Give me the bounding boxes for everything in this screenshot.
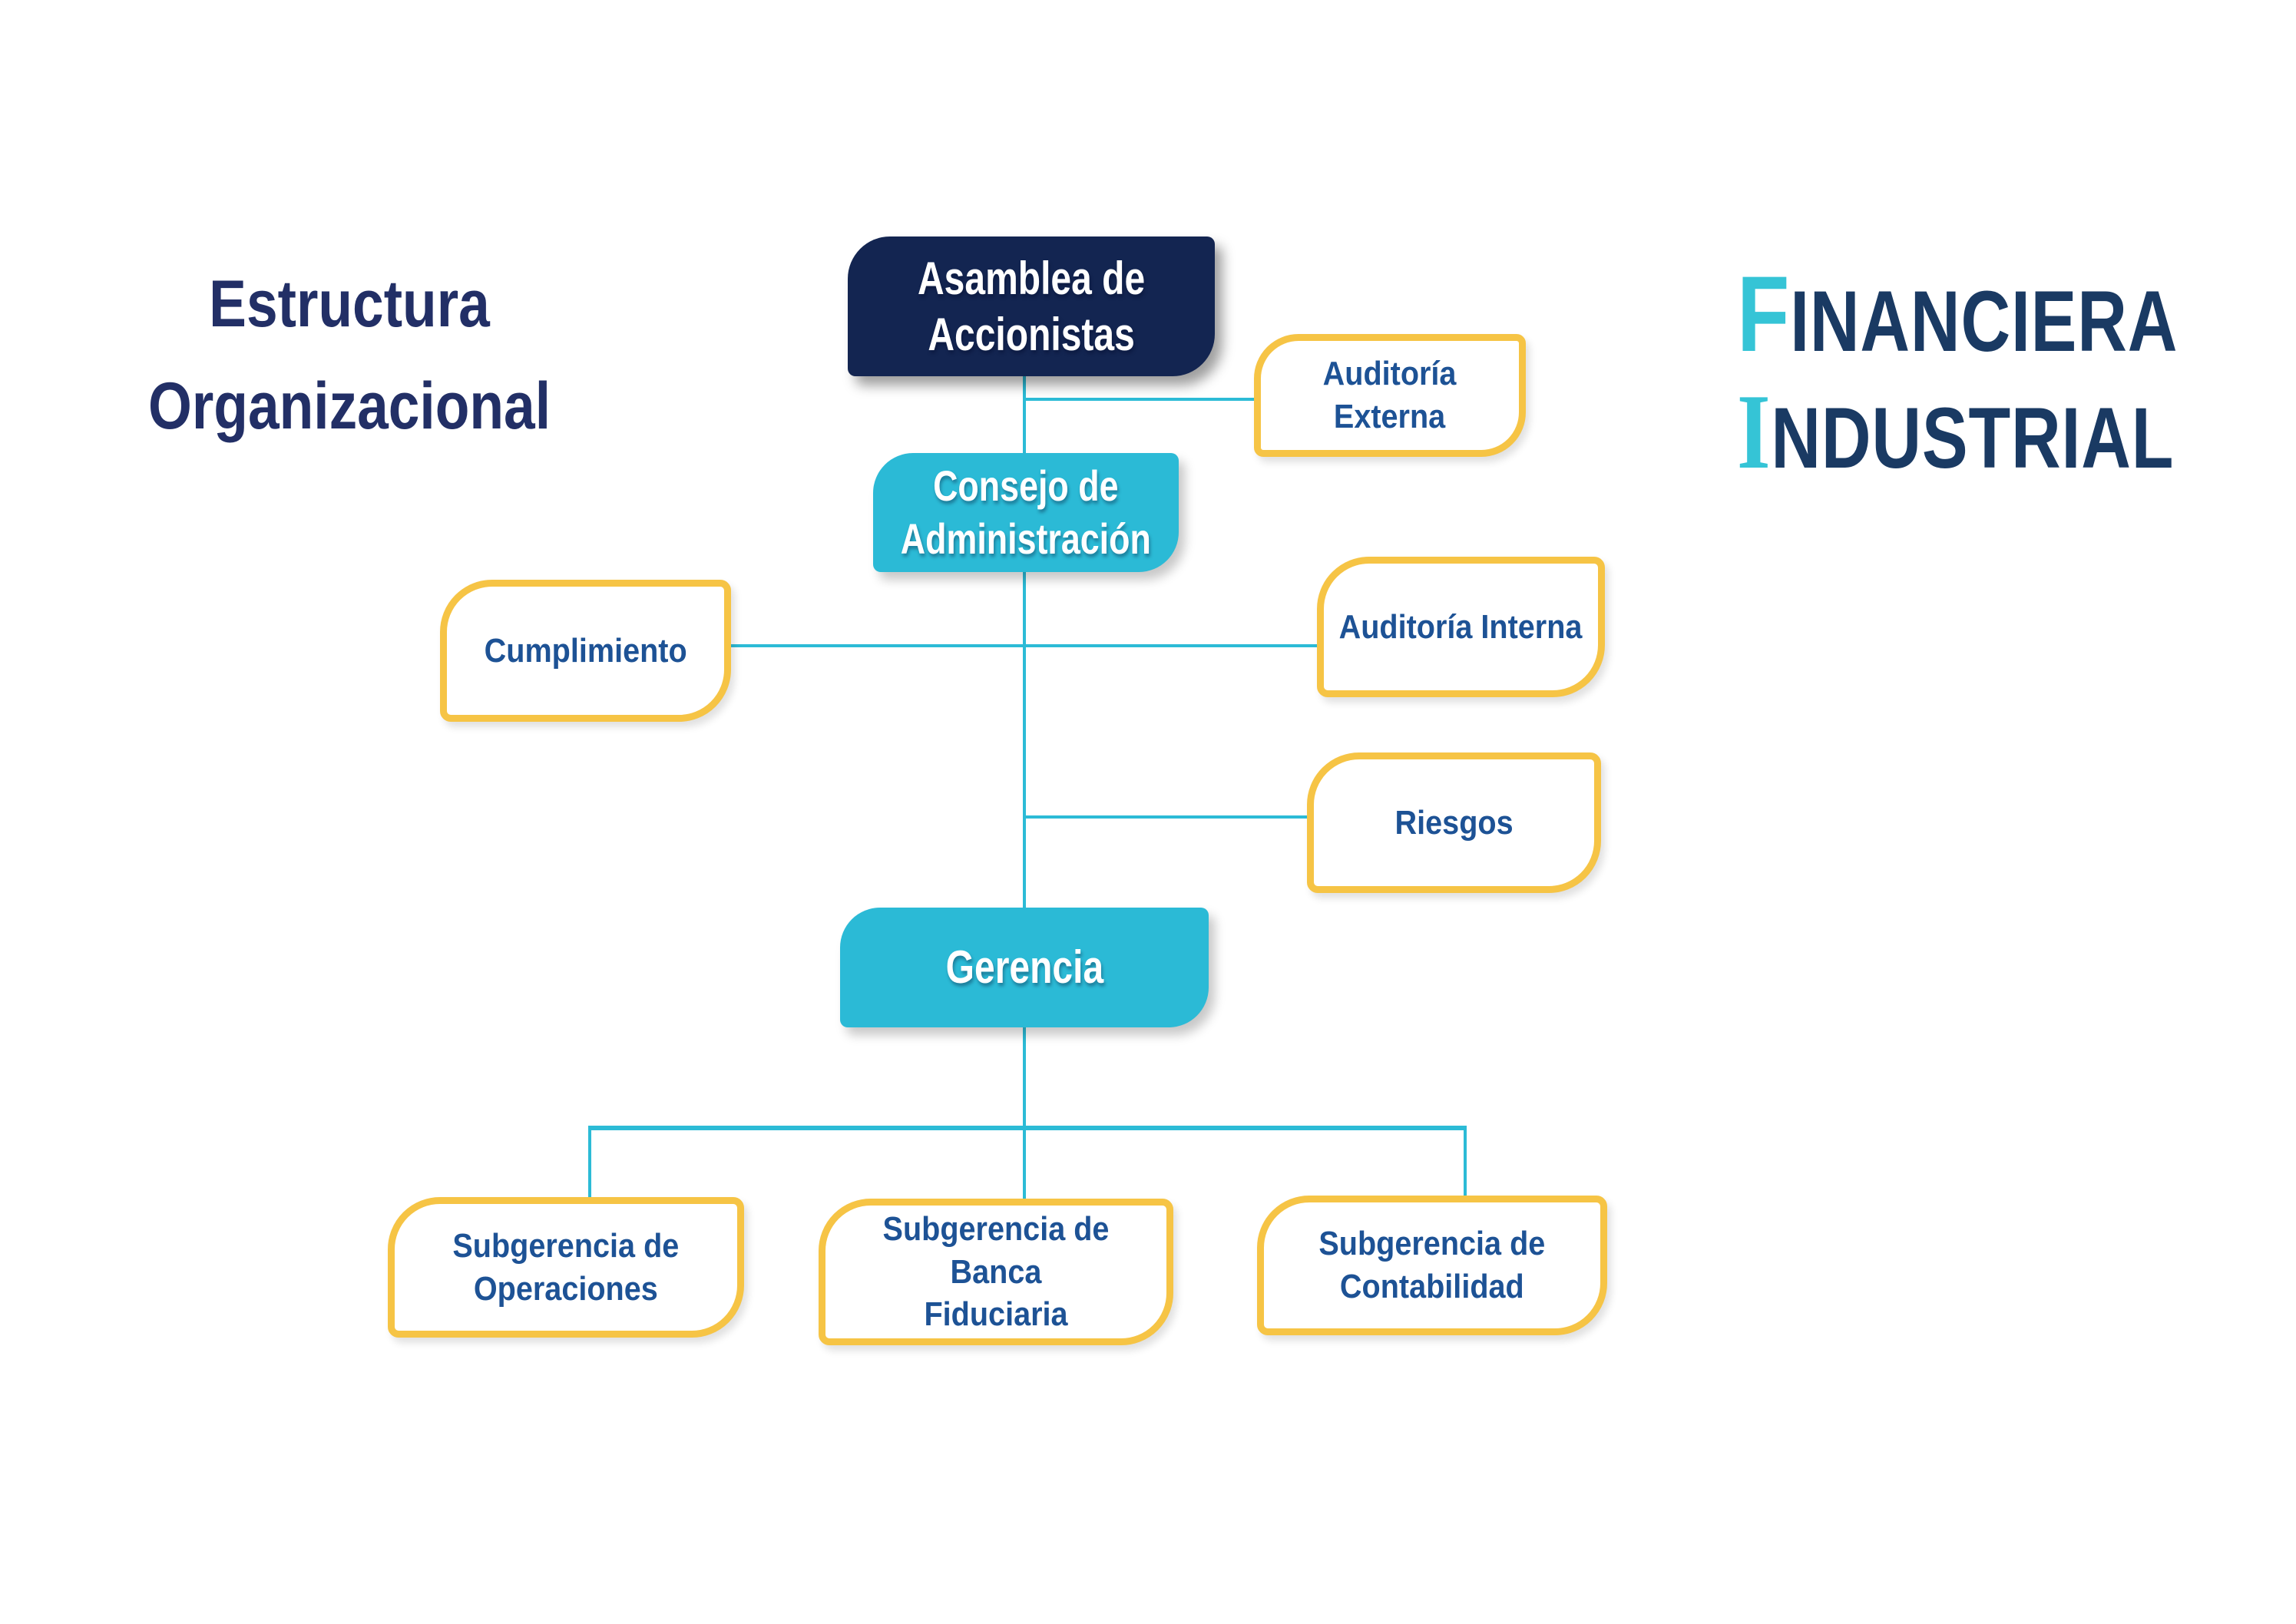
node-label: Asamblea de Accionistas [917,252,1146,360]
node-subgerencia-de-operaciones: Subgerencia de Operaciones [388,1197,744,1338]
logo-word-financiera: FINANCIERA [1737,255,2178,373]
connector-gerencia-sub-banca [1023,1026,1026,1202]
logo-word-industrial: INDUSTRIAL [1737,373,2178,491]
connector-distribution-bar [589,1126,1466,1130]
connector-drop-sub-operaciones [588,1126,591,1200]
page-title: Estructura Organizacional [147,267,551,444]
node-label: Cumplimiento [484,631,687,670]
logo-initial-f: F [1737,253,1791,374]
connector-cumplimiento-auditoria-interna [728,644,1320,647]
node-label: Subgerencia de Operaciones [452,1226,680,1308]
connector-asamblea-consejo [1023,375,1026,456]
node-label: Auditoría Interna [1339,607,1583,646]
node-label: Gerencia [945,941,1103,994]
node-label: Riesgos [1394,803,1514,842]
node-subgerencia-de-contabilidad: Subgerencia de Contabilidad [1257,1196,1607,1335]
logo-rest-ndustrial: NDUSTRIAL [1771,390,2175,486]
node-label: Auditoría Externa [1323,355,1457,435]
company-logo: FINANCIERA INDUSTRIAL [1737,255,2178,491]
node-gerencia: Gerencia [840,908,1209,1027]
logo-rest-inanciera: INANCIERA [1790,273,2179,369]
node-subgerencia-de-banca-fiduciaria: Subgerencia de Banca Fiduciaria [819,1199,1173,1345]
node-label: Subgerencia de Banca Fiduciaria [882,1209,1110,1334]
node-label: Subgerencia de Contabilidad [1318,1225,1546,1305]
connector-drop-sub-contabilidad [1464,1126,1467,1199]
connector-branch-riesgos [1024,815,1310,819]
node-cumplimiento: Cumplimiento [440,580,731,722]
connector-consejo-gerencia [1023,571,1026,909]
node-auditoria-interna: Auditoría Interna [1317,557,1605,697]
node-auditoria-externa: Auditoría Externa [1254,334,1526,457]
node-riesgos: Riesgos [1307,752,1601,893]
node-consejo-de-administracion: Consejo de Administración [873,453,1179,572]
node-label: Consejo de Administración [900,461,1152,563]
connector-branch-auditoria-externa [1024,398,1257,401]
node-asamblea-de-accionistas: Asamblea de Accionistas [848,236,1215,376]
logo-initial-i: I [1737,372,1772,491]
